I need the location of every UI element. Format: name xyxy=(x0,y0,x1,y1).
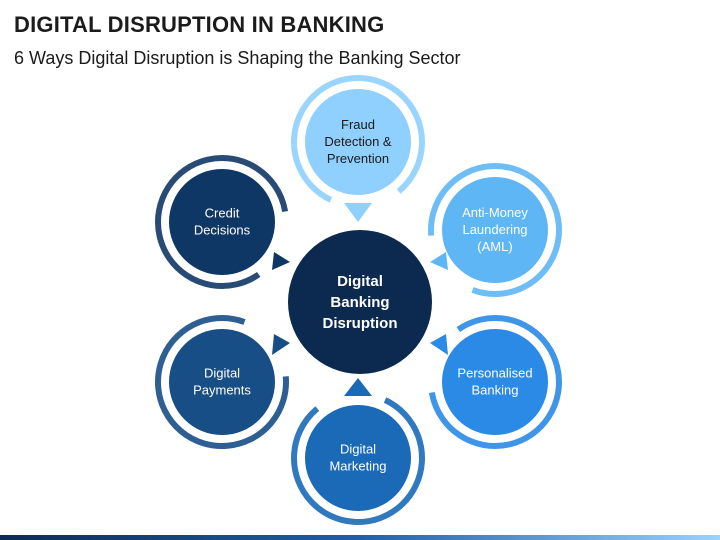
node-ring xyxy=(291,75,425,209)
node-pointer-icon xyxy=(272,252,290,270)
node-label-line: Anti-Money xyxy=(462,205,528,220)
node-circle xyxy=(442,329,548,435)
page-subtitle: 6 Ways Digital Disruption is Shaping the… xyxy=(14,48,461,68)
node-circle xyxy=(169,329,275,435)
node-circle xyxy=(305,405,411,511)
node-label-line: Detection & xyxy=(324,134,392,149)
node-ring xyxy=(428,163,562,297)
node-label-line: Banking xyxy=(472,383,519,398)
node-pointer-icon xyxy=(430,334,448,355)
node-pointer-icon xyxy=(430,252,448,270)
node-label-line: Laundering xyxy=(462,222,527,237)
node-label-line: Fraud xyxy=(341,117,375,132)
center-circle xyxy=(288,230,432,374)
footer-bar xyxy=(0,535,720,540)
node-ring xyxy=(155,155,289,289)
node-ring xyxy=(428,315,562,449)
node-label-line: Personalised xyxy=(457,366,532,381)
page-title: DIGITAL DISRUPTION IN BANKING xyxy=(14,12,385,37)
node-circle xyxy=(305,89,411,195)
node-label-line: (AML) xyxy=(477,239,512,254)
node-label-line: Payments xyxy=(193,383,251,398)
node-ring xyxy=(155,315,289,449)
node-pointer-icon xyxy=(272,334,290,355)
node-circle xyxy=(442,177,548,283)
center-label-line: Digital xyxy=(337,273,383,290)
node-label-line: Credit xyxy=(205,206,240,221)
node-pointer-icon xyxy=(344,378,372,396)
node-pointer-icon xyxy=(344,203,372,222)
node-ring xyxy=(291,391,425,525)
node-label-line: Digital xyxy=(204,366,240,381)
center-label-line: Disruption xyxy=(323,315,398,332)
node-label-line: Decisions xyxy=(194,223,251,238)
node-label-line: Marketing xyxy=(329,459,386,474)
node-label-line: Digital xyxy=(340,442,376,457)
node-label-line: Prevention xyxy=(327,151,389,166)
center-label-line: Banking xyxy=(330,294,389,311)
node-circle xyxy=(169,169,275,275)
